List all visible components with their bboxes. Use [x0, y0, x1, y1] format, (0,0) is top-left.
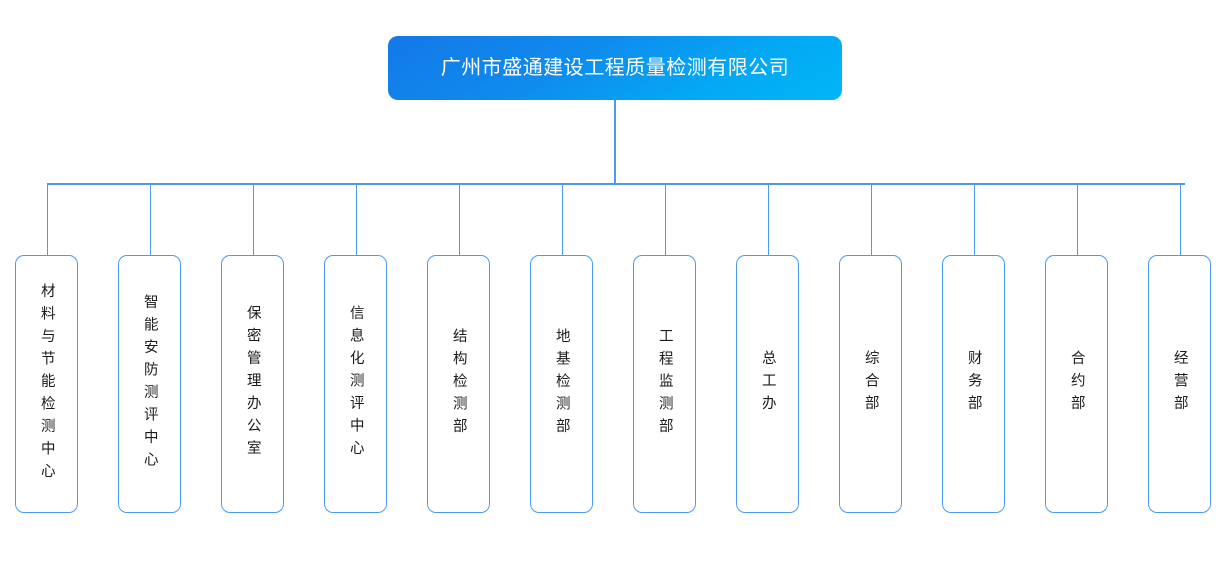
dept-node-contract-department[interactable]: 合约部: [1045, 255, 1108, 513]
connector-drop-3: [252, 183, 255, 256]
dept-node-foundation-testing-department[interactable]: 地基检测部: [530, 255, 593, 513]
connector-root-stem: [614, 100, 616, 184]
connector-drop-4: [355, 183, 358, 256]
dept-node-finance-department[interactable]: 财务部: [942, 255, 1005, 513]
dept-node-material-energy-testing-center[interactable]: 材料与节能检测中心: [15, 255, 78, 513]
dept-node-general-affairs-department[interactable]: 综合部: [839, 255, 902, 513]
dept-node-label: 结构检测部: [450, 327, 467, 441]
connector-drop-1: [46, 183, 49, 256]
connector-drop-11: [1076, 183, 1079, 256]
connector-drop-12: [1179, 183, 1182, 256]
dept-node-engineering-monitoring-department[interactable]: 工程监测部: [633, 255, 696, 513]
dept-node-smart-security-evaluation-center[interactable]: 智能安防测评中心: [118, 255, 181, 513]
dept-node-informatization-evaluation-center[interactable]: 信息化测评中心: [324, 255, 387, 513]
dept-node-label: 地基检测部: [553, 327, 570, 441]
dept-node-label: 信息化测评中心: [347, 305, 364, 463]
dept-node-label: 财务部: [965, 350, 982, 418]
dept-node-label: 合约部: [1068, 350, 1085, 418]
connector-drop-9: [870, 183, 873, 256]
dept-node-label: 工程监测部: [656, 327, 673, 441]
root-node-label: 广州市盛通建设工程质量检测有限公司: [440, 57, 790, 79]
connector-drop-8: [767, 183, 770, 256]
connector-drop-10: [973, 183, 976, 256]
connector-drop-6: [561, 183, 564, 256]
dept-node-label: 材料与节能检测中心: [38, 282, 55, 486]
dept-node-label: 智能安防测评中心: [141, 294, 158, 474]
dept-node-label: 综合部: [862, 350, 879, 418]
connector-horizontal-bus: [47, 183, 1185, 185]
dept-node-confidentiality-management-office[interactable]: 保密管理办公室: [221, 255, 284, 513]
dept-node-label: 保密管理办公室: [244, 305, 261, 463]
root-node-company[interactable]: 广州市盛通建设工程质量检测有限公司: [388, 36, 842, 100]
connector-drop-5: [458, 183, 461, 256]
dept-node-label: 经营部: [1171, 350, 1188, 418]
dept-node-business-operations-department[interactable]: 经营部: [1148, 255, 1211, 513]
dept-node-structural-testing-department[interactable]: 结构检测部: [427, 255, 490, 513]
connector-drop-7: [664, 183, 667, 256]
dept-node-chief-engineer-office[interactable]: 总工办: [736, 255, 799, 513]
dept-node-label: 总工办: [759, 350, 776, 418]
connector-drop-2: [149, 183, 152, 256]
